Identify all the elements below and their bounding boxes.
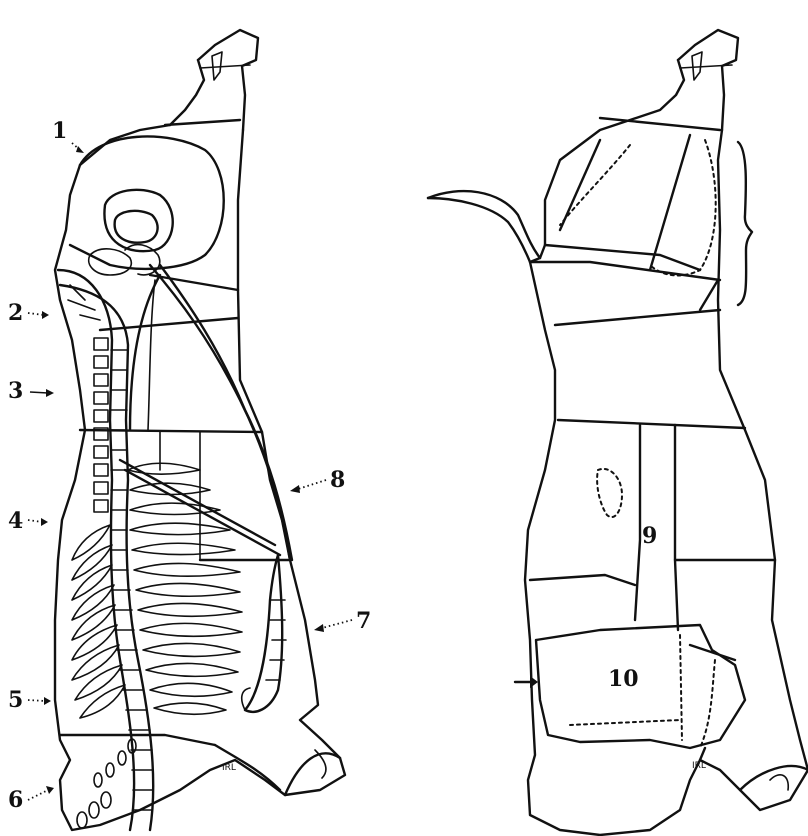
right-signature-mark: IRL — [692, 761, 706, 771]
hip-bracket — [738, 142, 752, 305]
left-hock — [198, 30, 258, 130]
label-6: 6 — [8, 787, 23, 813]
label-5: 5 — [8, 687, 23, 713]
label-9: 9 — [642, 523, 657, 549]
label-4: 4 — [8, 508, 23, 534]
label-10: 10 — [608, 666, 639, 692]
left-round — [70, 136, 224, 268]
label-3: 3 — [8, 378, 23, 404]
left-carcass: IRL — [55, 30, 345, 830]
right-carcass: IRL — [428, 30, 808, 835]
right-outline — [525, 130, 808, 835]
left-signature-mark: IRL — [222, 763, 236, 773]
label-7: 7 — [356, 608, 371, 634]
right-ribs — [128, 463, 242, 714]
label-1: 1 — [52, 118, 67, 144]
label-8: 8 — [330, 467, 345, 493]
round-region — [536, 625, 745, 748]
label-2: 2 — [8, 300, 23, 326]
left-ribs — [72, 525, 125, 718]
